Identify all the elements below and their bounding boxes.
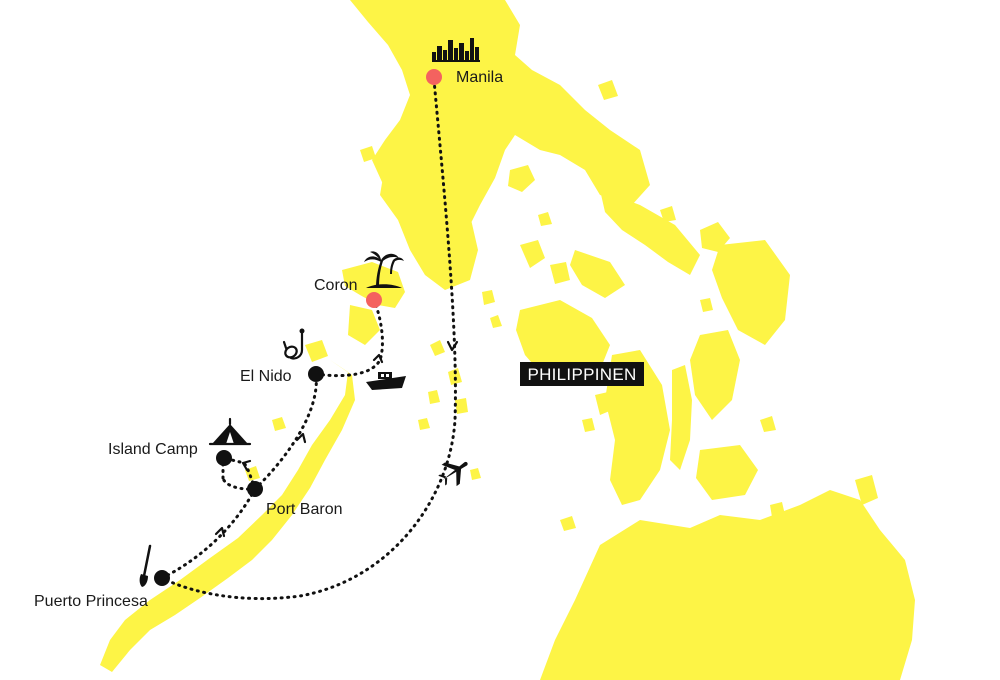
palm-island-icon	[364, 251, 404, 288]
arrow-left-icon	[241, 459, 252, 472]
manila-label: Manila	[456, 69, 503, 86]
port-baron-label: Port Baron	[266, 501, 342, 518]
island-camp-marker[interactable]	[216, 450, 232, 466]
arrow-up-icon	[214, 526, 226, 538]
linapacan-island	[305, 340, 328, 362]
siargao-island	[855, 475, 878, 505]
markers	[154, 69, 442, 586]
puerto-princesa-marker[interactable]	[154, 570, 170, 586]
route-puerto-princesa-port-baron	[160, 487, 257, 580]
bohol-island	[696, 445, 758, 500]
leyte-island	[690, 330, 740, 420]
country-label: PHILIPPINEN	[527, 365, 636, 384]
arrow-down-icon	[446, 340, 459, 352]
manila-marker[interactable]	[426, 69, 442, 85]
tent-icon	[208, 417, 252, 446]
route-manila-puerto-princesa	[160, 78, 457, 601]
plane-icon	[438, 461, 468, 487]
route-port-baron-island-camp	[221, 456, 257, 491]
island-camp-label: Island Camp	[108, 441, 198, 458]
romblon-island	[520, 240, 545, 268]
mindoro-island	[380, 165, 478, 290]
arrow-up-icon	[295, 432, 307, 444]
catanduanes-island	[700, 222, 730, 252]
city-skyline-icon	[432, 38, 480, 62]
culion-island	[348, 305, 380, 345]
coron-marker[interactable]	[366, 292, 382, 308]
cebu-island	[670, 365, 692, 470]
boat-icon	[366, 372, 406, 390]
country-label-box: PHILIPPINEN	[520, 362, 644, 386]
paddle-icon	[139, 544, 152, 587]
samar-island	[712, 240, 790, 345]
el-nido-marker[interactable]	[308, 366, 324, 382]
place-labels: Manila Coron El Nido Island Camp Port Ba…	[34, 69, 503, 610]
el-nido-label: El Nido	[240, 368, 292, 385]
guimaras-island	[595, 392, 612, 415]
landmass	[100, 0, 915, 680]
sibuyan-island	[550, 262, 570, 284]
routes	[160, 78, 459, 601]
arrow-up-icon	[372, 353, 384, 364]
masbate-island	[570, 250, 625, 298]
marinduque-island	[508, 165, 535, 192]
puerto-princesa-label: Puerto Princesa	[34, 593, 148, 610]
busuanga-island	[342, 262, 405, 308]
route-el-nido-coron	[314, 298, 384, 378]
palawan-island	[100, 360, 355, 672]
coron-label: Coron	[314, 277, 358, 294]
small-islands	[245, 80, 776, 531]
snorkel-icon	[282, 328, 305, 360]
negros-island	[605, 350, 670, 505]
route-port-baron-el-nido	[253, 372, 318, 491]
bicol-peninsula	[600, 190, 700, 275]
mindanao-island	[540, 490, 915, 680]
port-baron-marker[interactable]	[247, 481, 263, 497]
camiguin-island	[770, 502, 785, 517]
